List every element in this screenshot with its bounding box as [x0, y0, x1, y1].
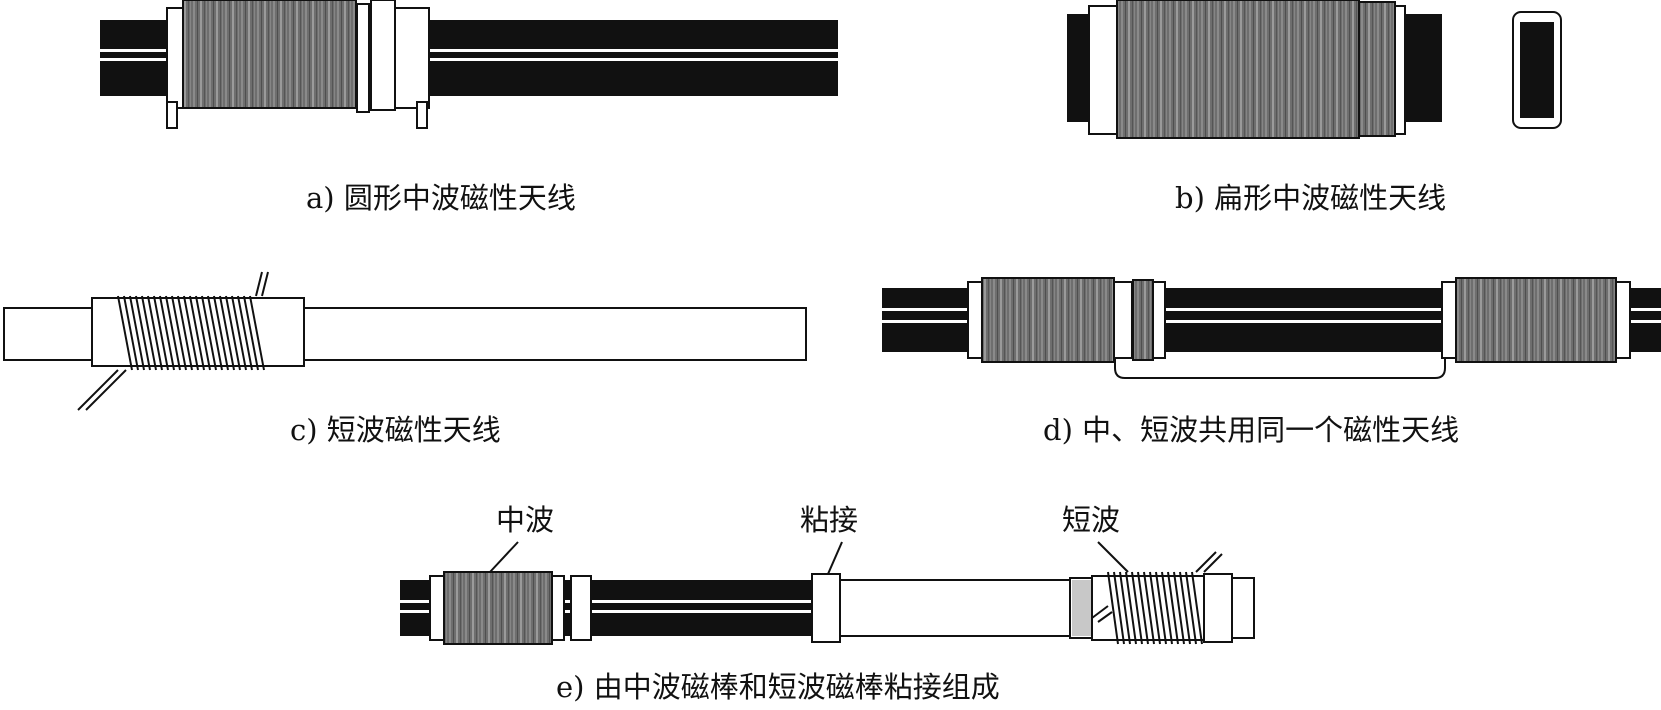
coil-lead-top: [1195, 551, 1223, 573]
aux-coil: [1358, 1, 1396, 137]
coil-lead-top: [255, 271, 269, 297]
caption-c: c) 短波磁性天线: [290, 413, 501, 447]
coil-former-end: [551, 575, 565, 641]
coil-former-flange: [166, 7, 184, 109]
flat-rod-section-core: [1520, 22, 1554, 118]
rod-stripe: [882, 320, 1661, 323]
sw-coil-former-shade: [1072, 580, 1092, 636]
sw-coil: [1455, 277, 1617, 363]
coil-connection-wire: [1114, 352, 1446, 379]
mw-coil: [1116, 0, 1360, 139]
label-joint: 粘接: [800, 503, 858, 537]
caption-b: b) 扁形中波磁性天线: [1175, 181, 1446, 215]
coil-former-flange: [356, 3, 370, 113]
caption-d: d) 中、短波共用同一个磁性天线: [1043, 413, 1459, 447]
mw-coil: [443, 571, 553, 645]
caption-a: a) 圆形中波磁性天线: [306, 181, 576, 215]
figure-a-round-mw-antenna: [100, 0, 838, 129]
slide-coil-ring: [370, 0, 396, 111]
rod-stripe: [100, 58, 838, 61]
caption-e: e) 由中波磁棒和短波磁棒粘接组成: [556, 670, 1000, 704]
small-coil: [1132, 279, 1154, 361]
rod-stripe: [400, 610, 820, 613]
coil-former-end: [1441, 281, 1457, 359]
coil-former-end: [1203, 573, 1233, 643]
coil-former-end: [967, 281, 983, 359]
sw-ferrite-rod: [819, 579, 1071, 637]
figure-c-sw-antenna: [3, 271, 807, 411]
coil-former-end: [1152, 281, 1166, 359]
coil-former-end: [429, 575, 445, 641]
coil-former-end: [1088, 5, 1118, 135]
rod-stripe: [400, 600, 820, 603]
figure-e-bonded-antenna: [400, 541, 1255, 645]
rod-stripe: [882, 308, 1661, 311]
leader-joint: [827, 541, 843, 575]
rod-stripe: [100, 49, 838, 52]
sw-coil-winding: [77, 271, 269, 411]
sw-coil-winding: [1091, 551, 1223, 645]
coil-pin: [416, 101, 428, 129]
label-mw: 中波: [496, 503, 554, 537]
leader-sw: [1097, 541, 1129, 573]
coil-former-end: [1394, 5, 1406, 135]
coil-lead-mid: [1091, 605, 1113, 623]
slide-coil-former: [394, 7, 430, 109]
mw-coil: [981, 277, 1115, 363]
leader-mw: [489, 541, 519, 573]
label-sw: 短波: [1062, 503, 1120, 537]
figure-d-shared-antenna: [882, 277, 1661, 379]
coil-former-ring: [570, 575, 592, 641]
figure-b-flat-mw-antenna: [1067, 0, 1562, 139]
mw-coil: [182, 0, 357, 109]
coil-former-end: [1615, 281, 1631, 359]
joint-sleeve: [811, 573, 841, 643]
coil-former-end: [1113, 281, 1133, 359]
coil-lead-bottom: [77, 369, 127, 411]
coil-pin: [166, 101, 178, 129]
